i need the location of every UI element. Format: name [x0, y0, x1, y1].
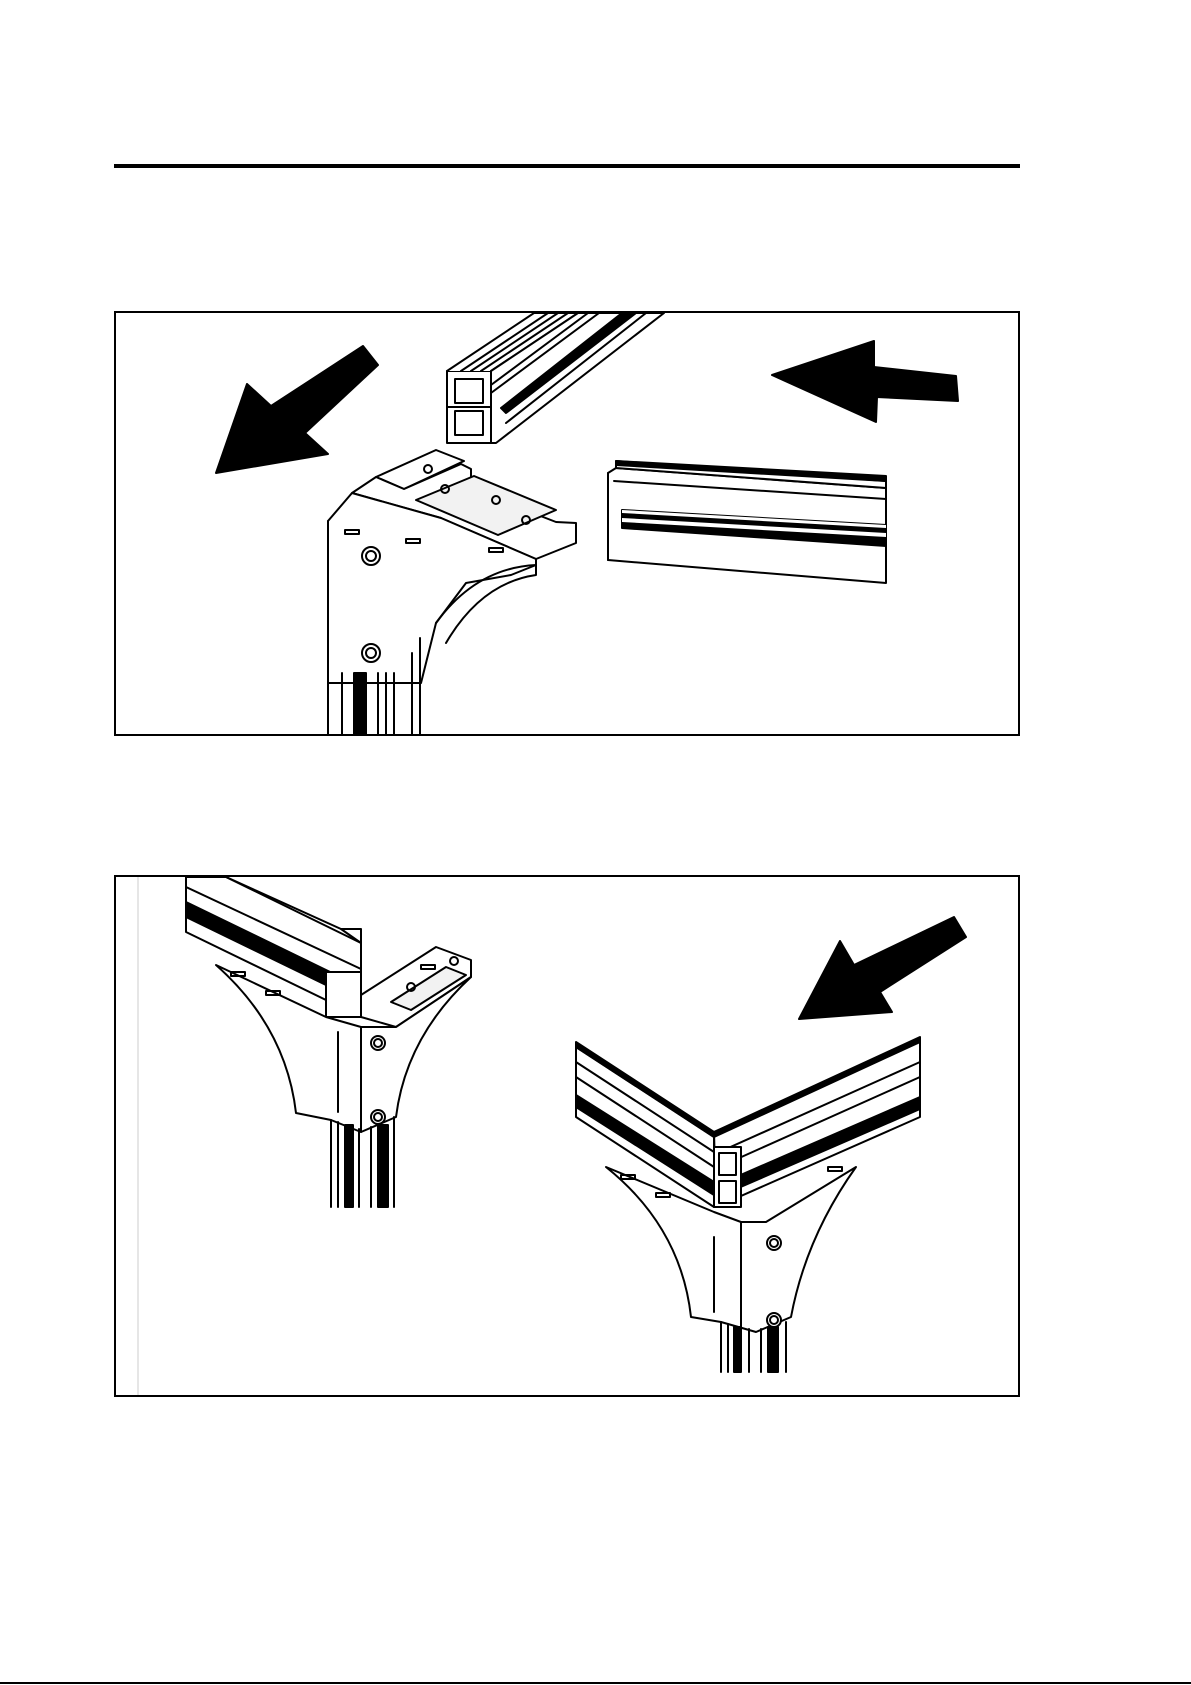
- top-rail: [447, 313, 664, 443]
- arrow-down-left-icon: [216, 346, 378, 473]
- corner-bracket: [328, 450, 576, 734]
- arrow-left-icon: [772, 341, 958, 422]
- footer-rule: [0, 1682, 1191, 1684]
- left-assembly: [186, 877, 471, 1207]
- header-rule: [114, 164, 1020, 168]
- right-rail: [608, 461, 886, 583]
- right-assembly: [576, 1037, 920, 1372]
- corner-bracket-exploded-illustration: [116, 313, 1018, 734]
- figure-step-2: [114, 875, 1020, 1397]
- arrow-down-left-icon: [799, 917, 966, 1019]
- corner-bracket-assembled-illustration: [116, 877, 1018, 1395]
- figure-step-1: [114, 311, 1020, 736]
